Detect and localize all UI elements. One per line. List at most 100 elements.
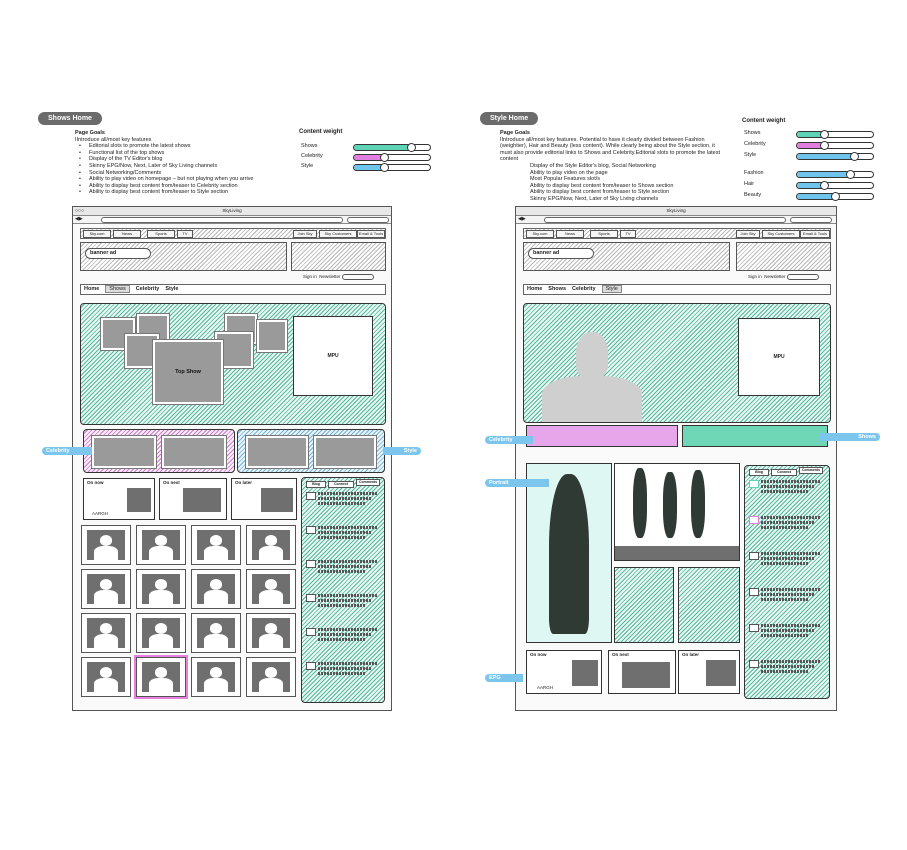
show-thumbnail[interactable] xyxy=(81,657,131,697)
style-thumb[interactable] xyxy=(246,436,308,468)
banner-ad[interactable]: banner ad xyxy=(80,242,287,271)
sidebar-tab-blog[interactable]: Blog xyxy=(306,481,326,488)
newsletter-link[interactable]: Newsletter xyxy=(319,274,341,280)
portrait-feature[interactable] xyxy=(526,463,612,643)
epg-on-later[interactable]: On later xyxy=(231,478,297,520)
back-forward-icon[interactable]: ◀▶ xyxy=(518,216,526,222)
nav-tab[interactable]: Email & Tools xyxy=(800,230,830,238)
show-thumbnail[interactable] xyxy=(136,657,186,697)
nav-tab[interactable]: Sky.com xyxy=(83,230,111,238)
weight-slider-track[interactable] xyxy=(353,163,431,172)
sidebar-tab-comments[interactable]: Comments xyxy=(799,467,823,474)
epg-on-now[interactable]: On now AARGH xyxy=(83,478,155,520)
weight-slider-fashion[interactable]: Fashion xyxy=(744,170,879,179)
weight-slider-track[interactable] xyxy=(796,170,874,179)
menu-shows[interactable]: Shows xyxy=(105,285,130,293)
feature-slot[interactable] xyxy=(614,567,674,643)
sidebar-tab-blog[interactable]: Blog xyxy=(749,469,769,476)
show-thumbnail[interactable] xyxy=(246,569,296,609)
sidebar-avatar[interactable] xyxy=(749,516,759,524)
celebrity-teaser-panel[interactable] xyxy=(83,429,235,473)
sidebar-avatar[interactable] xyxy=(306,628,316,636)
style-thumb[interactable] xyxy=(314,436,376,468)
epg-on-next[interactable]: On next xyxy=(159,478,227,520)
nav-tab[interactable]: Sports xyxy=(147,230,175,238)
nav-tab[interactable]: TV xyxy=(620,230,636,238)
weight-slider-beauty[interactable]: Beauty xyxy=(744,192,879,201)
celebrity-teaser-bar[interactable] xyxy=(526,425,678,447)
weight-slider-knob[interactable] xyxy=(819,130,829,139)
show-thumbnail[interactable] xyxy=(136,525,186,565)
weight-slider-track[interactable] xyxy=(796,152,874,161)
carousel-thumb[interactable] xyxy=(257,320,287,352)
menu-celebrity[interactable]: Celebrity xyxy=(135,286,160,292)
hero-video[interactable]: MPU xyxy=(523,303,831,423)
signin-link[interactable]: Sign in xyxy=(303,274,317,280)
weight-slider-track[interactable] xyxy=(796,181,874,190)
sidebar-tab-comments[interactable]: Comments xyxy=(356,479,380,486)
sidebar-avatar[interactable] xyxy=(306,492,316,500)
weight-slider-knob[interactable] xyxy=(846,170,856,179)
nav-tab[interactable]: News xyxy=(556,230,584,238)
weight-slider-knob[interactable] xyxy=(380,153,390,162)
weight-slider-knob[interactable] xyxy=(380,163,390,172)
weight-slider-shows[interactable]: Shows xyxy=(744,130,879,139)
nav-tab[interactable]: Sky Customers xyxy=(319,230,357,238)
show-thumbnail[interactable] xyxy=(246,525,296,565)
weight-slider-knob[interactable] xyxy=(407,143,416,152)
show-thumbnail[interactable] xyxy=(136,613,186,653)
menu-shows[interactable]: Shows xyxy=(548,286,567,292)
show-thumbnail[interactable] xyxy=(81,569,131,609)
weight-slider-knob[interactable] xyxy=(831,192,840,201)
show-thumbnail[interactable] xyxy=(246,657,296,697)
weight-slider-style[interactable]: Style xyxy=(301,163,436,172)
menu-home[interactable]: Home xyxy=(84,286,100,292)
weight-slider-knob[interactable] xyxy=(850,152,859,161)
weight-slider-style[interactable]: Style xyxy=(744,152,879,161)
search-field[interactable] xyxy=(347,217,389,223)
menu-celebrity[interactable]: Celebrity xyxy=(572,286,596,292)
nav-tab[interactable]: Sky.com xyxy=(526,230,554,238)
style-teaser-panel[interactable] xyxy=(237,429,385,473)
group-feature[interactable] xyxy=(614,463,740,561)
mpu-ad[interactable]: MPU xyxy=(293,316,373,396)
nav-tab[interactable]: Join Sky xyxy=(293,230,317,238)
url-field[interactable] xyxy=(544,217,786,223)
mpu-ad[interactable]: MPU xyxy=(738,318,820,396)
weight-slider-knob[interactable] xyxy=(819,141,829,150)
nav-tab[interactable]: Sky Customers xyxy=(762,230,800,238)
weight-slider-track[interactable] xyxy=(796,130,874,139)
signin-link[interactable]: Sign in xyxy=(748,274,762,280)
show-thumbnail[interactable] xyxy=(191,657,241,697)
sidebar-avatar[interactable] xyxy=(306,594,316,602)
banner-ad[interactable]: banner ad xyxy=(523,242,730,271)
weight-slider-track[interactable] xyxy=(353,143,431,152)
sidebar-avatar[interactable] xyxy=(306,662,316,670)
menu-style[interactable]: Style xyxy=(601,285,622,293)
celebrity-thumb[interactable] xyxy=(162,436,226,468)
weight-slider-track[interactable] xyxy=(353,153,431,162)
sidebar-avatar[interactable] xyxy=(749,624,759,632)
feature-slot[interactable] xyxy=(678,567,740,643)
epg-on-now[interactable]: On now AARGH xyxy=(526,650,602,694)
weight-slider-hair[interactable]: Hair xyxy=(744,181,879,190)
sidebar-avatar[interactable] xyxy=(749,660,759,668)
sidebar-tab-connect[interactable]: Connect xyxy=(771,469,797,476)
celebrity-thumb[interactable] xyxy=(92,436,156,468)
show-thumbnail[interactable] xyxy=(81,613,131,653)
url-field[interactable] xyxy=(101,217,343,223)
newsletter-input[interactable] xyxy=(786,274,819,280)
show-thumbnail[interactable] xyxy=(191,569,241,609)
weight-slider-shows[interactable]: Shows xyxy=(301,143,436,152)
weight-slider-celebrity[interactable]: Celebrity xyxy=(744,141,879,150)
menu-style[interactable]: Style xyxy=(165,286,179,292)
shows-teaser-bar[interactable] xyxy=(682,425,828,447)
weight-slider-track[interactable] xyxy=(796,141,874,150)
show-thumbnail[interactable] xyxy=(81,525,131,565)
sidebar-avatar[interactable] xyxy=(749,552,759,560)
sidebar-avatar[interactable] xyxy=(749,588,759,596)
epg-on-next[interactable]: On next xyxy=(608,650,676,694)
weight-slider-knob[interactable] xyxy=(819,181,829,190)
newsletter-link[interactable]: Newsletter xyxy=(764,274,786,280)
nav-tab[interactable]: Sports xyxy=(590,230,618,238)
